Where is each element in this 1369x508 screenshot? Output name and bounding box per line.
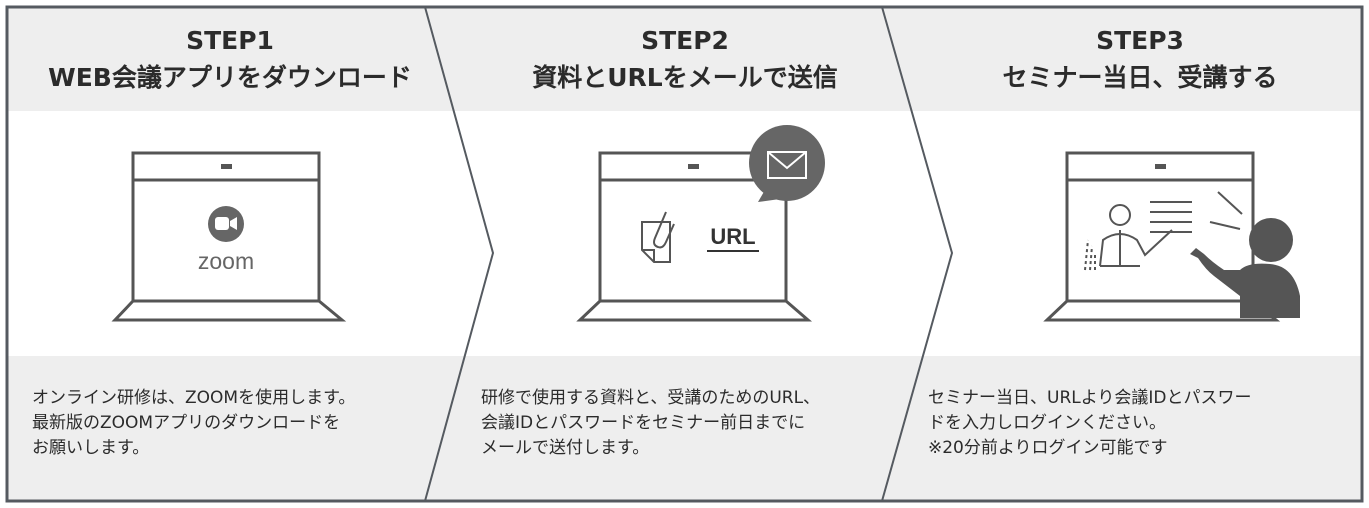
step2-description-line: メールで送付します。 <box>481 438 650 458</box>
zoom-camera-icon <box>208 206 244 242</box>
step2-description-line: 会議IDとパスワードをセミナー前日までに <box>481 413 806 433</box>
step1-title: WEB会議アプリをダウンロード <box>48 63 412 92</box>
url-link-text: URL <box>710 224 755 249</box>
step1-description-line: 最新版のZOOMアプリのダウンロードを <box>32 413 341 433</box>
step3-title: セミナー当日、受講する <box>1002 63 1278 92</box>
document-clip-icon <box>641 211 675 263</box>
chevron-divider-2 <box>881 6 954 502</box>
step2-label: STEP2 <box>641 26 729 55</box>
step2-description-line: 研修で使用する資料と、受講のためのURL、 <box>481 388 821 408</box>
step2-title: 資料とURLをメールで送信 <box>532 63 838 92</box>
step1-laptop-icon <box>111 151 347 322</box>
step3-description-line: ※20分前よりログイン可能です <box>928 438 1168 458</box>
chevron-divider-1 <box>424 6 495 502</box>
zoom-logo-text: zoom <box>198 248 254 274</box>
step3-label: STEP3 <box>1096 26 1184 55</box>
outer-border <box>5 5 1364 503</box>
step3-description-line: セミナー当日、URLより会議IDとパスワー <box>928 388 1252 408</box>
title-band <box>7 7 1362 111</box>
step1-description-line: オンライン研修は、ZOOMを使用します。 <box>32 388 356 408</box>
step3-description-line: ドを入力しログインください。 <box>928 413 1166 433</box>
lecturer-icon <box>1084 201 1192 271</box>
mail-bubble-icon <box>749 125 825 202</box>
step1-title-block: STEP1 WEB会議アプリをダウンロード <box>10 14 450 104</box>
emphasis-lines-icon <box>1209 191 1243 230</box>
step1-description: オンライン研修は、ZOOMを使用します。 最新版のZOOMアプリのダウンロードを… <box>32 386 355 461</box>
step3-title-block: STEP3 セミナー当日、受講する <box>925 14 1355 104</box>
step3-description: セミナー当日、URLより会議IDとパスワー ドを入力しログインください。 ※20… <box>928 386 1252 461</box>
step2-description: 研修で使用する資料と、受講のためのURL、 会議IDとパスワードをセミナー前日ま… <box>481 386 820 461</box>
step1-label: STEP1 <box>186 26 274 55</box>
step1-description-line: お願いします。 <box>32 438 150 458</box>
description-band <box>7 356 1362 501</box>
step2-title-block: STEP2 資料とURLをメールで送信 <box>460 14 910 104</box>
viewer-silhouette-icon <box>1190 218 1300 318</box>
